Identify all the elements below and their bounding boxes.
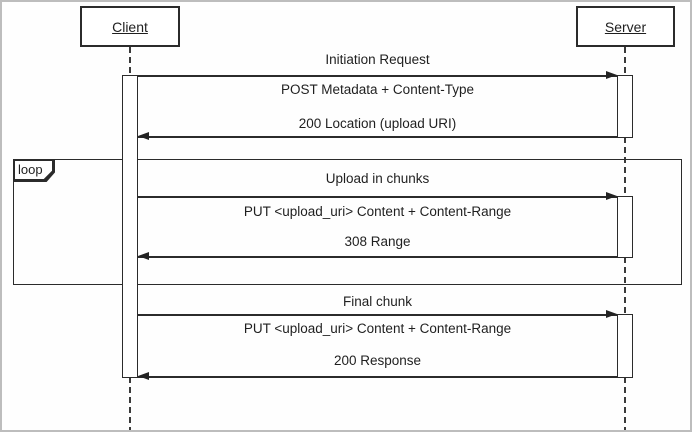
- request-arrowhead-icon-3: [606, 310, 617, 319]
- response-arrow-line-1: [138, 136, 617, 138]
- request-arrow-line-2: [138, 196, 617, 198]
- request-arrowhead-icon-2: [606, 192, 617, 201]
- message-request-3: PUT <upload_uri> Content + Content-Range: [243, 321, 512, 336]
- response-arrow-line-2: [138, 256, 617, 258]
- client-activation-bar: [122, 75, 138, 378]
- message-request-2: PUT <upload_uri> Content + Content-Range: [243, 204, 512, 219]
- response-arrow-line-3: [138, 376, 617, 378]
- message-title-initiation: Initiation Request: [325, 52, 430, 67]
- message-response-3: 200 Response: [333, 353, 422, 368]
- loop-fragment-box: [13, 159, 682, 285]
- request-arrow-line-1: [138, 75, 617, 77]
- response-arrowhead-icon-3: [138, 372, 149, 381]
- message-response-2: 308 Range: [344, 234, 411, 249]
- request-arrowhead-icon-1: [606, 71, 617, 80]
- actor-box-server: Server: [576, 6, 675, 47]
- loop-fragment-label: loop: [18, 162, 43, 177]
- actor-server-label: Server: [604, 18, 647, 35]
- actor-box-client: Client: [80, 6, 180, 47]
- loop-fragment-tab: loop: [13, 159, 55, 182]
- request-arrow-line-3: [138, 314, 617, 316]
- message-response-1: 200 Location (upload URI): [298, 116, 457, 131]
- actor-client-label: Client: [112, 18, 148, 35]
- server-activation-bar-3: [617, 314, 633, 378]
- server-activation-bar-1: [617, 75, 633, 138]
- response-arrowhead-icon-1: [138, 132, 149, 141]
- message-request-1: POST Metadata + Content-Type: [281, 82, 474, 97]
- message-title-chunks: Upload in chunks: [325, 171, 430, 186]
- server-activation-bar-2: [617, 196, 633, 258]
- loop-tab-fill: [14, 160, 52, 179]
- message-title-final: Final chunk: [342, 294, 413, 309]
- response-arrowhead-icon-2: [138, 252, 149, 261]
